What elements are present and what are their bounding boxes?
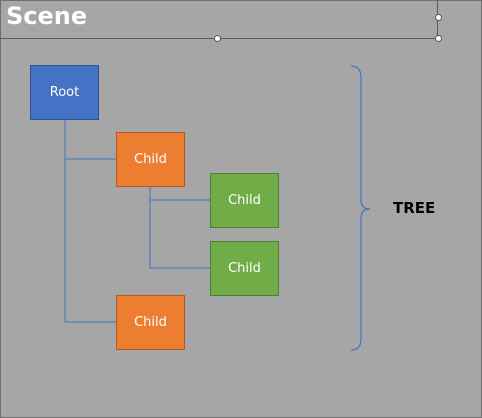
resize-handle-bottom-middle[interactable] <box>214 35 221 42</box>
connector-root-to-child-2 <box>64 159 116 323</box>
tree-label: TREE <box>393 199 436 217</box>
tree-node-child-2-label: Child <box>134 315 167 330</box>
tree-node-child-1-2-label: Child <box>228 261 261 276</box>
connector-root-to-child-1 <box>64 119 116 160</box>
tree-node-root-label: Root <box>49 85 80 100</box>
resize-handle-bottom-right[interactable] <box>435 35 442 42</box>
tree-node-child-1[interactable]: Child <box>116 132 185 187</box>
tree-node-child-1-2[interactable]: Child <box>210 241 279 296</box>
tree-brace <box>350 65 371 351</box>
tree-node-child-1-1-label: Child <box>228 193 261 208</box>
tree-node-child-1-1[interactable]: Child <box>210 173 279 228</box>
scene-title: Scene <box>6 2 88 30</box>
resize-handle-top-right[interactable] <box>435 14 442 21</box>
tree-node-child-2[interactable]: Child <box>116 295 185 350</box>
tree-node-child-1-label: Child <box>134 152 167 167</box>
tree-node-root[interactable]: Root <box>30 65 99 120</box>
connector-child-1-to-child-1-1 <box>149 187 210 201</box>
connector-child-1-to-child-1-2 <box>149 200 210 269</box>
